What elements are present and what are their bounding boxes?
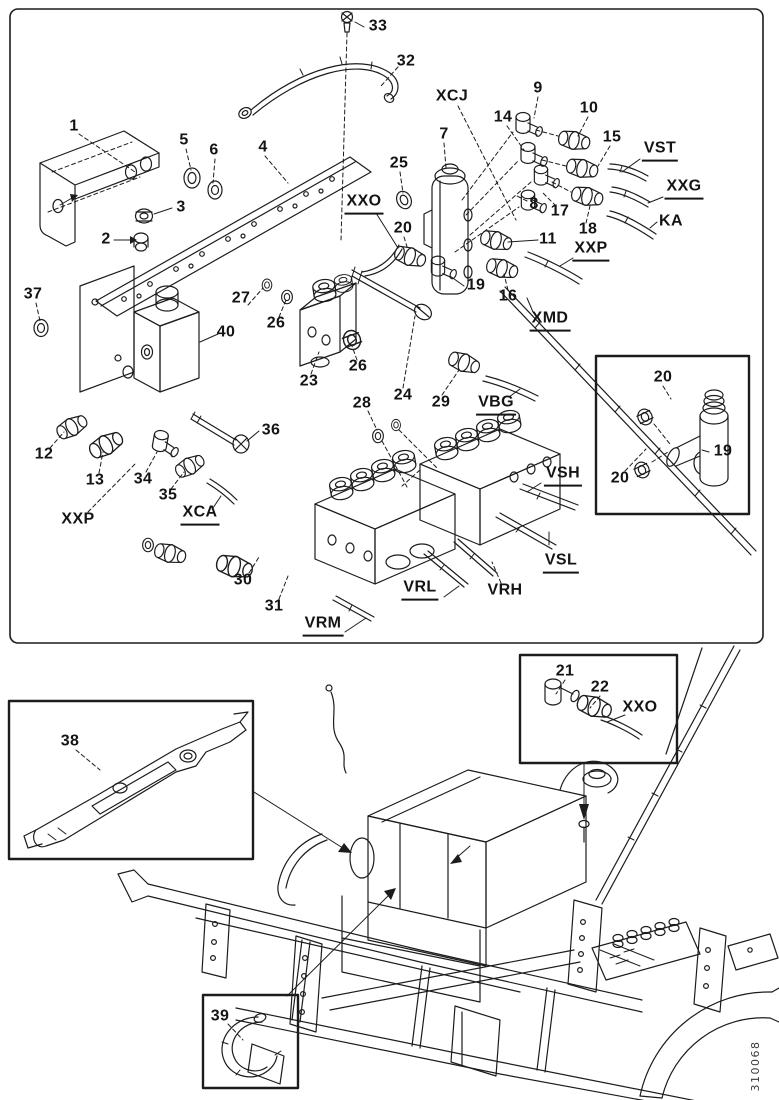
callout-vrl: VRL [401,579,439,601]
inset-box-elbow-fitting [518,653,679,765]
manifold-7-assembly [391,111,606,295]
callout-20: 20 [393,219,413,237]
callout-33: 33 [368,17,388,35]
callout-xxp: XXP [61,510,95,528]
inset-box-strap [7,699,255,861]
callout-5: 5 [179,131,189,149]
callout-xca: XCA [180,504,220,526]
callout-37: 37 [23,285,43,303]
callout-3: 3 [176,198,186,216]
callout-22: 22 [590,678,610,696]
callout-19: 19 [713,442,733,460]
tee-fitting-inset-art [631,389,729,487]
callout-30: 30 [233,571,253,589]
callout-10: 10 [579,99,599,117]
callout-xxp: XXP [572,240,610,262]
callout-xcj: XCJ [435,87,469,105]
pointer-arrows [253,762,589,997]
callout-11: 11 [539,230,557,248]
callout-2: 2 [101,230,111,248]
callout-25: 25 [389,154,409,172]
bolt-33 [340,10,354,241]
callout-vrh: VRH [487,581,523,599]
bracket-part-1 [39,130,160,247]
callout-vrm: VRM [302,615,344,637]
callout-31: 31 [264,597,284,615]
callout-14: 14 [493,108,513,126]
callout-17: 17 [550,202,570,220]
hoses-vst-xxg-ka-xxp [524,163,657,285]
callout-7: 7 [439,125,449,143]
callout-6: 6 [209,141,219,159]
callout-32: 32 [396,52,416,70]
callout-1: 1 [69,117,79,135]
clip-inset-art [221,1013,282,1078]
leader-lines [35,21,710,1041]
callout-xxg: XXG [664,178,704,200]
callout-21: 21 [555,662,575,680]
callout-29: 29 [431,393,451,411]
valve-pack [314,408,561,585]
fittings-12-13-34-35 [53,411,250,505]
callout-26: 26 [266,314,286,332]
callout-8: 8 [529,195,539,213]
callout-18: 18 [578,220,598,238]
hoses-vsh-vsl-vrl-vrh-vrm [332,483,579,622]
callout-12: 12 [34,445,54,463]
chassis-illustration [117,645,779,1100]
connector-29 [445,348,539,402]
callout-40: 40 [216,323,236,341]
inset-box-tee-fitting [594,354,751,516]
callout-ka: KA [659,212,683,230]
figure-number: 310068 [748,1040,762,1092]
callout-xxo: XXO [344,193,384,215]
callout-38: 38 [60,732,80,750]
callout-26: 26 [348,357,368,375]
mounting-plate-4 [95,156,372,317]
strap-inset-art [23,711,249,849]
callout-19: 19 [466,276,486,294]
hose-xxo-top [361,244,403,277]
callout-27: 27 [231,289,251,307]
callout-9: 9 [533,79,543,97]
callout-vbg: VBG [476,394,516,416]
callout-20: 20 [653,368,673,386]
callout-39: 39 [210,1007,230,1025]
main-parts-box [9,8,764,644]
callout-23: 23 [299,372,319,390]
callout-35: 35 [158,486,178,504]
callout-15: 15 [602,128,622,146]
elbow-fitting-inset-art [544,678,643,740]
callout-vsh: VSH [543,465,583,487]
callout-34: 34 [133,470,153,488]
callout-vst: VST [641,140,679,162]
solenoid-valve-23 [261,273,364,368]
callout-vsl: VSL [542,552,580,574]
callout-20: 20 [610,469,630,487]
callout-16: 16 [498,287,518,305]
bolt-24 [350,266,432,321]
callout-xxo: XXO [622,698,658,716]
callout-28: 28 [352,394,372,412]
callout-24: 24 [393,386,413,404]
callout-13: 13 [85,471,105,489]
inset-box-clip [201,993,300,1090]
seal-rings-28 [372,418,438,488]
callout-36: 36 [261,421,281,439]
callout-xmd: XMD [529,310,571,332]
valve-block-40 [79,265,200,393]
callout-4: 4 [258,138,268,156]
hose-32 [238,56,399,120]
